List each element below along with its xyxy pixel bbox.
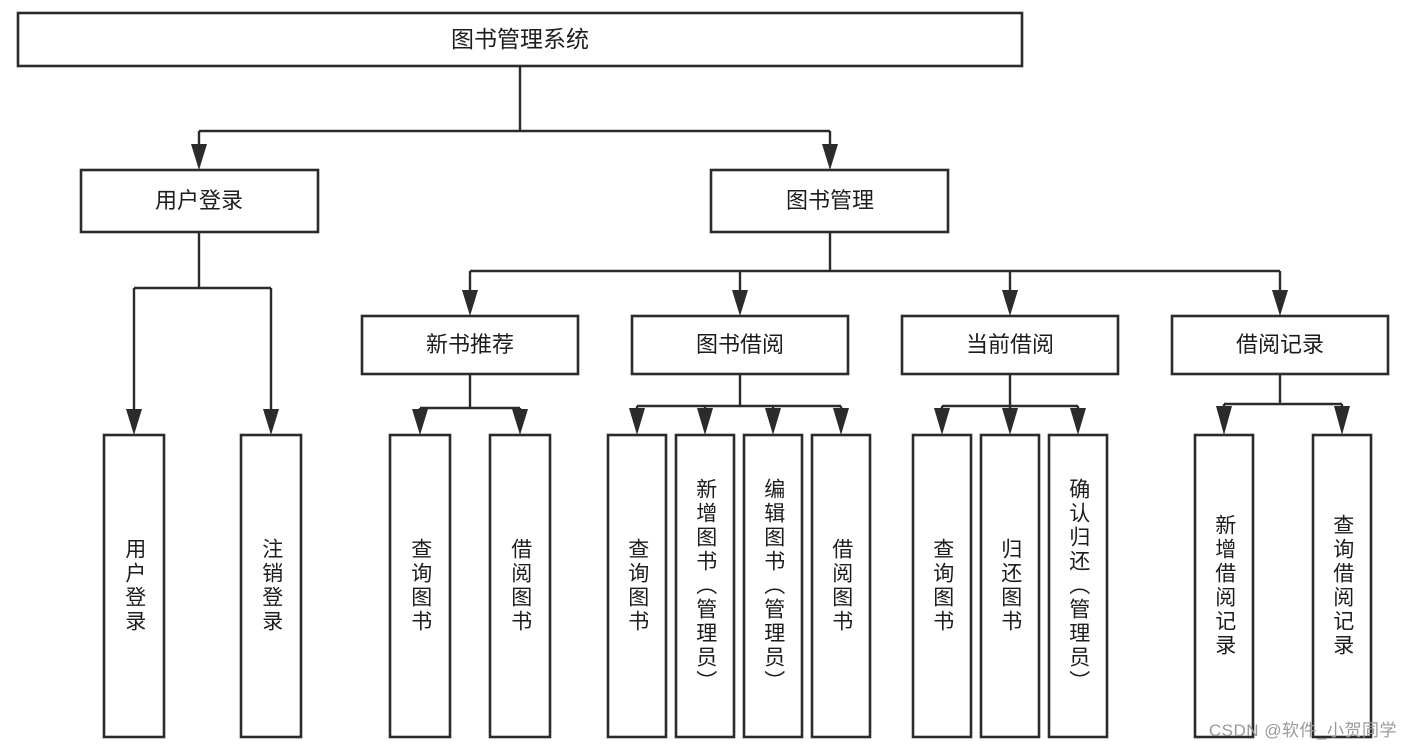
arrow-bookmgmt-to-borrow bbox=[732, 290, 748, 316]
node-new-book-recommend-box[interactable] bbox=[360, 314, 580, 376]
leaf-box-record-1[interactable] bbox=[1193, 433, 1255, 739]
arrow-root-to-userlogin bbox=[191, 144, 207, 170]
node-book-management[interactable]: 图书管理 bbox=[709, 168, 950, 234]
connector-group-current bbox=[934, 374, 1086, 435]
node-root-label: 图书管理系统 bbox=[451, 26, 589, 52]
leaf-box-current-1[interactable] bbox=[911, 433, 973, 739]
node-current-borrow[interactable]: 当前借阅 bbox=[900, 314, 1120, 376]
node-user-login-box[interactable] bbox=[79, 168, 320, 234]
node-root-box[interactable] bbox=[16, 11, 1024, 68]
leaf-box-current-2[interactable] bbox=[979, 433, 1041, 739]
leaf-box-new-book-2[interactable] bbox=[488, 433, 552, 739]
arrow-borrow-to-leaf-1 bbox=[629, 408, 645, 435]
leaf-box-borrow-2[interactable] bbox=[674, 433, 736, 739]
node-current-borrow-label: 当前借阅 bbox=[966, 332, 1054, 357]
arrow-root-to-bookmgmt bbox=[822, 144, 838, 170]
arrow-userlogin-to-logout bbox=[263, 409, 279, 435]
arrow-userlogin-to-login bbox=[126, 409, 142, 435]
node-book-management-label: 图书管理 bbox=[786, 188, 874, 213]
arrow-borrow-to-leaf-4 bbox=[833, 408, 849, 435]
arrow-newbook-to-leaf-2 bbox=[512, 409, 528, 435]
arrow-bookmgmt-to-current bbox=[1002, 290, 1018, 316]
leaf-box-record-2[interactable] bbox=[1311, 433, 1373, 739]
node-borrow-record-box[interactable] bbox=[1170, 314, 1390, 376]
leaf-box-borrow-1[interactable] bbox=[606, 433, 668, 739]
node-book-borrow-label: 图书借阅 bbox=[696, 332, 784, 357]
leaf-box-user-login-1[interactable] bbox=[102, 433, 166, 739]
arrow-bookmgmt-to-record bbox=[1272, 290, 1288, 316]
leaf-box-user-login-2[interactable] bbox=[239, 433, 303, 739]
node-borrow-record[interactable]: 借阅记录 bbox=[1170, 314, 1390, 376]
csdn-watermark: CSDN @软件_小贺同学 bbox=[1208, 721, 1397, 740]
node-new-book-recommend[interactable]: 新书推荐 bbox=[360, 314, 580, 376]
arrow-current-to-leaf-2 bbox=[1002, 408, 1018, 435]
connector-group-borrow bbox=[629, 374, 849, 435]
node-new-book-recommend-label: 新书推荐 bbox=[426, 332, 514, 357]
node-book-borrow-box[interactable] bbox=[630, 314, 850, 376]
node-user-login-label: 用户登录 bbox=[155, 188, 243, 213]
leaf-box-borrow-3[interactable] bbox=[742, 433, 804, 739]
node-book-management-box[interactable] bbox=[709, 168, 950, 234]
arrow-record-to-leaf-2 bbox=[1334, 406, 1350, 435]
leaf-box-new-book-1[interactable] bbox=[388, 433, 452, 739]
connector-group-record bbox=[1216, 374, 1350, 435]
node-borrow-record-label: 借阅记录 bbox=[1236, 332, 1324, 357]
connector-group-userlogin bbox=[126, 232, 279, 435]
node-root[interactable]: 图书管理系统 bbox=[16, 11, 1024, 68]
arrow-newbook-to-leaf-1 bbox=[412, 409, 428, 435]
arrow-borrow-to-leaf-3 bbox=[765, 408, 781, 435]
connector-group-newbook bbox=[412, 374, 528, 435]
node-user-login[interactable]: 用户登录 bbox=[79, 168, 320, 234]
node-book-borrow[interactable]: 图书借阅 bbox=[630, 314, 850, 376]
arrow-bookmgmt-to-newbook bbox=[462, 290, 478, 316]
connector-group-root bbox=[191, 66, 838, 170]
arrow-record-to-leaf-1 bbox=[1216, 406, 1232, 435]
leaf-box-current-3[interactable] bbox=[1047, 433, 1109, 739]
leaf-box-borrow-4[interactable] bbox=[810, 433, 872, 739]
arrow-borrow-to-leaf-2 bbox=[697, 408, 713, 435]
arrow-current-to-leaf-3 bbox=[1070, 408, 1086, 435]
node-current-borrow-box[interactable] bbox=[900, 314, 1120, 376]
arrow-current-to-leaf-1 bbox=[934, 408, 950, 435]
connector-group-bookmgmt bbox=[462, 232, 1288, 316]
